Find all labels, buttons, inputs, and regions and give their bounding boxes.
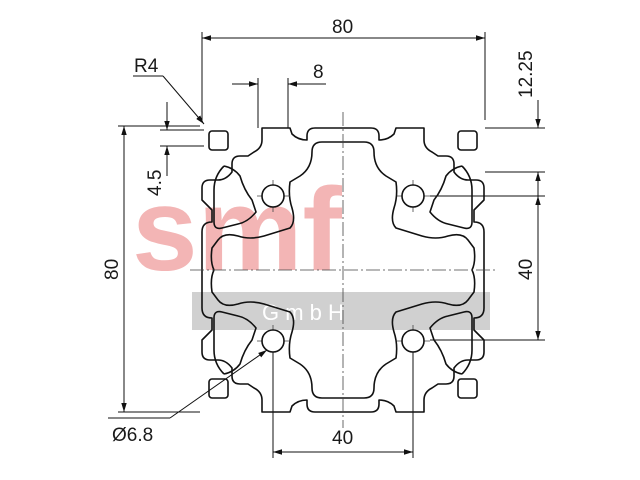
watermark-bar <box>192 292 490 330</box>
profile-contour <box>210 141 343 271</box>
profile-quadrant <box>201 127 343 271</box>
dim-depth: 4.5 <box>145 102 204 196</box>
profile-contour <box>343 270 485 413</box>
watermark: smf G m b H <box>132 164 490 330</box>
dim-height-left-label: 80 <box>102 259 123 280</box>
dim-width-top: 80 <box>201 17 486 120</box>
center-lines <box>190 112 496 428</box>
dim-height-left: 80 <box>102 125 200 413</box>
hole-bottom-right <box>401 329 425 353</box>
watermark-sub: G m b H <box>262 300 344 325</box>
dim-offset-right: 12.25 <box>485 50 545 200</box>
dim-pitch-right-label: 40 <box>516 259 537 280</box>
profile-quadrant <box>343 127 485 271</box>
profile-contour <box>213 165 257 230</box>
dim-pitch-bottom-label: 40 <box>332 428 353 449</box>
dim-hole: Ø6.8 <box>108 349 268 446</box>
dim-offset-right-label: 12.25 <box>516 50 537 98</box>
dim-hole-label: Ø6.8 <box>112 425 153 446</box>
dim-slot: 8 <box>232 62 326 128</box>
profile-contour <box>343 269 476 399</box>
profile-contour <box>343 127 485 270</box>
watermark-logo: smf <box>132 164 343 296</box>
hole-top-left <box>261 184 285 208</box>
profile-contour <box>429 165 473 230</box>
profile-contour <box>210 269 343 399</box>
dim-width-top-label: 80 <box>332 17 353 38</box>
profile-contour <box>343 141 476 271</box>
dim-slot-label: 8 <box>313 62 324 83</box>
hole-bottom-left <box>261 329 285 353</box>
profile-contour <box>213 310 257 375</box>
hole-top-right <box>401 184 425 208</box>
dim-radius-label: R4 <box>134 56 159 77</box>
dim-radius: R4 <box>133 56 205 125</box>
corner-cavities <box>208 130 478 399</box>
holes <box>261 184 425 353</box>
profile-contour <box>201 127 343 270</box>
profile-quadrant <box>201 269 343 413</box>
dim-pitch-bottom: 40 <box>272 352 414 458</box>
dim-pitch-right: 40 <box>430 195 545 341</box>
profile-outline <box>201 127 485 413</box>
profile-contour <box>429 310 473 375</box>
profile-contour <box>201 270 343 413</box>
profile-quadrant <box>343 269 485 413</box>
dim-depth-label: 4.5 <box>145 170 166 196</box>
